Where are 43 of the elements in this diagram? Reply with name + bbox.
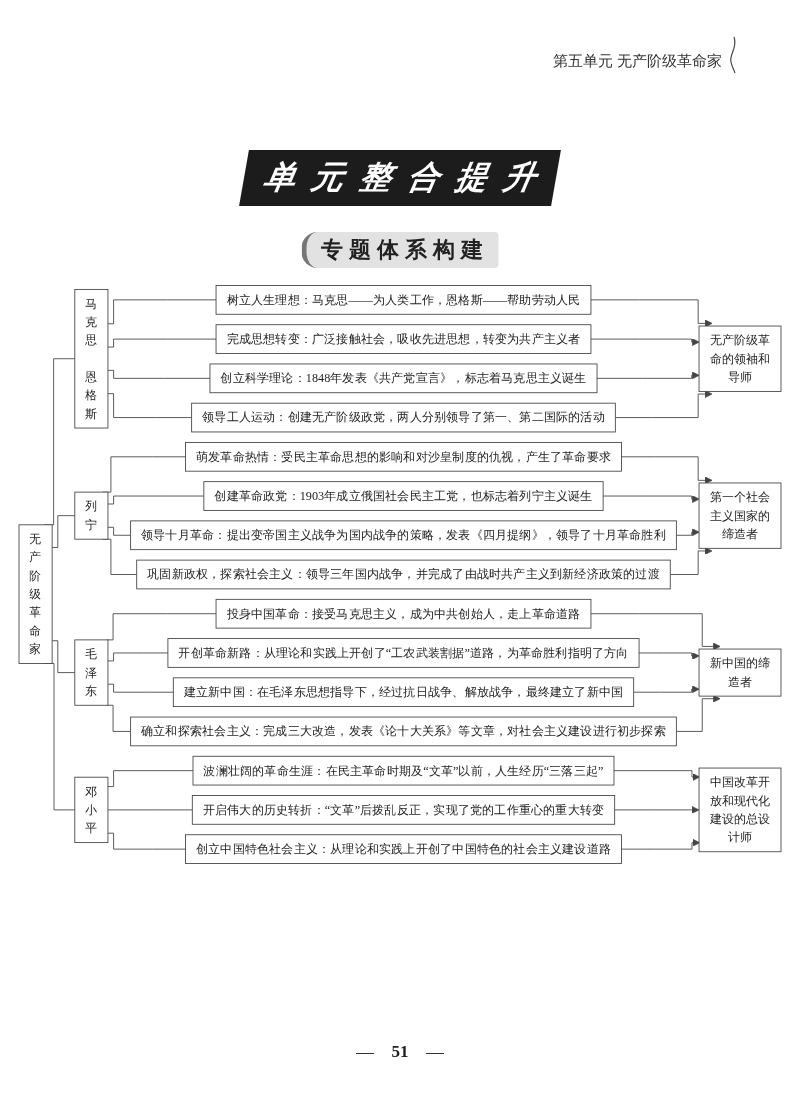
node-box: 萌发革命热情：受民主革命思想的影响和对沙皇制度的仇视，产生了革命要求 [185, 442, 622, 472]
node-box: 毛泽东 [74, 639, 109, 706]
section-heading: 专题体系构建 [301, 232, 499, 268]
connector [107, 770, 194, 788]
connector [106, 704, 132, 732]
connector [51, 640, 76, 673]
node-box: 中国改革开放和现代化建设的总设计师 [698, 767, 782, 853]
page-number: 51 [391, 1042, 409, 1062]
node-box: 投身中国革命：接受马克思主义，成为中共创始人，走上革命道路 [215, 598, 592, 629]
connector [106, 613, 217, 641]
connector [107, 338, 217, 348]
node-box: 马克思 恩格斯 [74, 288, 109, 429]
connector [107, 299, 217, 325]
node-box: 无产阶级革命家 [18, 524, 53, 664]
node-box: 第一个社会主义国家的缔造者 [698, 482, 782, 549]
connector [107, 652, 169, 662]
connector [107, 526, 132, 536]
node-box: 巩固新政权，探索社会主义：领导三年国内战争，并完成了由战时共产主义到新经济政策的过渡 [136, 559, 671, 590]
connector [107, 683, 174, 693]
node-box: 建立新中国：在毛泽东思想指导下，经过抗日战争、解放战争，最终建立了新中国 [172, 677, 635, 707]
node-box: 完成思想转变：广泛接触社会，吸收先进思想，转变为共产主义者 [215, 324, 592, 354]
node-box: 领导十月革命：提出变帝国主义战争为国内战争的策略，发表《四月提纲》，领导了十月革命胜利 [130, 520, 677, 551]
node-box: 领导工人运动：创建无产阶级政党，两人分别领导了第一、第二国际的活动 [191, 402, 616, 433]
node-box: 新中国的缔造者 [698, 648, 782, 697]
node-box: 树立人生理想：马克思——为人类工作，恩格斯——帮助劳动人民 [215, 285, 592, 315]
connector [51, 515, 76, 548]
node-box: 邓小平 [74, 776, 109, 844]
node-box: 确立和探索社会主义：完成三大改造，发表《论十大关系》等文章，对社会主义建设进行初步探索 [130, 716, 677, 747]
connector [107, 832, 186, 850]
node-box: 列宁 [74, 491, 109, 540]
node-box: 无产阶级革命的领袖和导师 [698, 325, 782, 392]
node-box: 创立科学理论：1848年发表《共产党宣言》，标志着马克思主义诞生 [209, 363, 598, 394]
node-box: 开创革命新路：从理论和实践上开创了“工农武装割据”道路，为革命胜利指明了方向 [167, 638, 640, 668]
node-box: 开启伟大的历史转折：“文革”后拨乱反正，实现了党的工作重心的重大转变 [191, 795, 616, 825]
page-title: 单元整合提升 [239, 150, 561, 206]
running-header: 第五单元 无产阶级革命家 [553, 52, 722, 71]
connector [107, 809, 193, 811]
connector [107, 393, 193, 418]
node-box: 波澜壮阔的革命生涯：在民主革命时期及“文革”以前，人生经历“三落三起” [192, 755, 615, 786]
node-box: 创立中国特色社会主义：从理论和实践上开创了中国特色的社会主义建设道路 [185, 834, 622, 864]
node-box: 创建革命政党：1903年成立俄国社会民主工党，也标志着列宁主义诞生 [203, 481, 604, 511]
connector [107, 369, 211, 379]
connector [107, 495, 205, 505]
